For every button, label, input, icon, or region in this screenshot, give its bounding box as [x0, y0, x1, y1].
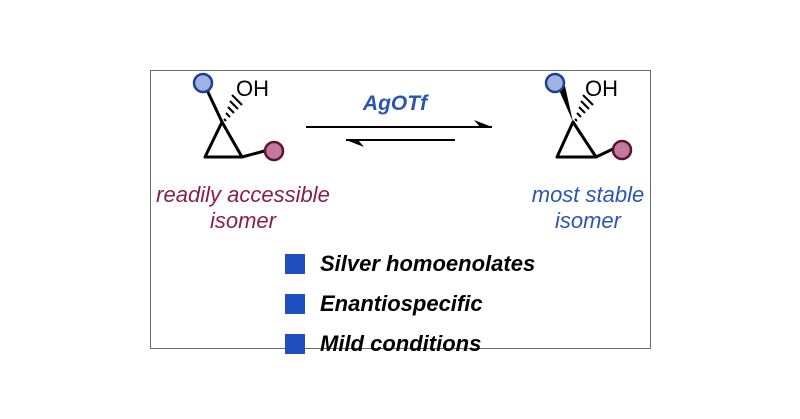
equilibrium-arrows [306, 120, 492, 147]
bullet-text: Mild conditions [320, 331, 482, 356]
left-molecule: OH [192, 72, 285, 162]
right-wedge-bond [559, 86, 573, 122]
right-cyclopropane-ring [555, 120, 598, 159]
right-caption-line-1: most stable [531, 182, 645, 207]
scheme-frame [150, 70, 651, 349]
right-oh-label: OH [585, 76, 618, 101]
feature-list: Silver homoenolates Enantiospecific Mild… [285, 244, 535, 364]
left-cyclopropane-ring [203, 120, 244, 159]
left-bond-to-blue [205, 89, 224, 123]
left-bond-to-maroon [241, 148, 269, 159]
left-caption-line-1: readily accessible [156, 182, 330, 207]
left-oh-label: OH [236, 76, 269, 101]
right-molecule: OH [544, 72, 633, 161]
list-item: Enantiospecific [285, 284, 535, 324]
maroon-substituent-circle [611, 139, 633, 161]
maroon-substituent-circle [263, 140, 285, 162]
bullet-square-icon [285, 254, 305, 274]
reagent-label: AgOTf [362, 92, 428, 115]
right-caption-line-2: isomer [554, 208, 621, 233]
left-hashed-bond [223, 94, 243, 122]
blue-substituent-circle [192, 72, 214, 94]
blue-substituent-circle [544, 72, 566, 94]
bullet-text: Silver homoenolates [320, 251, 536, 276]
list-item: Mild conditions [285, 324, 535, 364]
list-item: Silver homoenolates [285, 244, 535, 284]
bullet-square-icon [285, 334, 305, 354]
bullet-square-icon [285, 294, 305, 314]
left-caption: readily accessible isomer [148, 182, 338, 234]
right-caption: most stable isomer [518, 182, 658, 234]
left-caption-line-2: isomer [209, 208, 276, 233]
right-hashed-bond [574, 94, 594, 122]
bullet-text: Enantiospecific [320, 291, 483, 316]
